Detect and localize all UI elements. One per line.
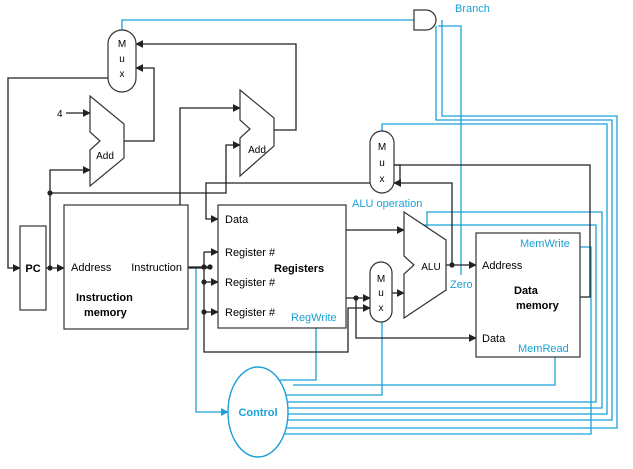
alu-operation-label: ALU operation <box>352 198 422 210</box>
control-lines <box>121 19 618 435</box>
pc-adder: Add <box>89 94 125 188</box>
memwrite-label: MemWrite <box>520 238 570 250</box>
instruction-memory-instruction-label: Instruction <box>131 262 182 274</box>
branch-and-gate <box>413 9 437 31</box>
result-mux-label-m: M <box>378 142 386 153</box>
pc-adder-label: Add <box>96 151 114 162</box>
data-memory-address-label: Address <box>482 260 523 272</box>
register-num-3-label: Register # <box>225 307 276 319</box>
result-mux: M u x <box>369 130 395 194</box>
alu-mux-label-m: M <box>377 274 385 285</box>
pc-mux-label-m: M <box>118 39 126 50</box>
data-memory: MemWrite Address Data memory Data MemRea… <box>475 232 581 358</box>
alu-mux-label-x: x <box>379 303 384 314</box>
registers-title: Registers <box>274 263 324 275</box>
instruction-memory: Address Instruction Instruction memory <box>63 204 189 330</box>
pc-mux-label-u: u <box>119 54 125 65</box>
result-mux-label-u: u <box>379 158 385 169</box>
branch-label: Branch <box>455 3 490 15</box>
pc-mux: M u x <box>107 29 137 93</box>
register-file: Data Register # Register # Register # Re… <box>217 204 347 329</box>
result-mux-label-x: x <box>380 174 385 185</box>
zero-label: Zero <box>450 279 473 291</box>
register-num-1-label: Register # <box>225 247 276 259</box>
branch-adder-label: Add <box>248 145 266 156</box>
control-unit: Control <box>227 366 289 458</box>
data-memory-title-line1: Data <box>514 285 539 297</box>
branch-adder: Add <box>239 88 275 178</box>
regwrite-label: RegWrite <box>291 312 337 324</box>
alu: ALU <box>403 210 447 320</box>
data-memory-title-line2: memory <box>516 300 560 312</box>
junction-dots <box>47 190 455 315</box>
pc-mux-label-x: x <box>120 69 125 80</box>
instruction-memory-title-line1: Instruction <box>76 292 133 304</box>
constant-four: 4 <box>57 109 63 120</box>
alu-mux-label-u: u <box>378 288 384 299</box>
memread-label: MemRead <box>518 343 569 355</box>
alu-label: ALU <box>421 262 440 273</box>
register-num-2-label: Register # <box>225 277 276 289</box>
register-data-label: Data <box>225 214 249 226</box>
control-label: Control <box>238 407 277 419</box>
pc-register: PC <box>19 225 47 311</box>
instruction-memory-address-label: Address <box>71 262 112 274</box>
pc-label: PC <box>25 263 40 275</box>
alu-source-mux: M u x <box>369 261 393 323</box>
instruction-memory-title-line2: memory <box>84 307 128 319</box>
data-memory-data-label: Data <box>482 333 506 345</box>
